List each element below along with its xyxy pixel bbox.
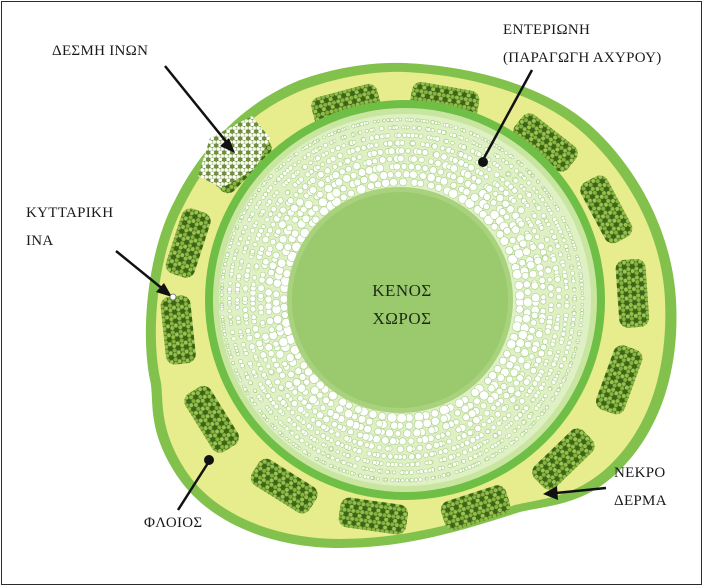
label-cell-fiber-line1: ΚΥΤΤΑΡΙΚΗ [26, 205, 113, 221]
cell-fiber-marker [170, 294, 176, 300]
label-cell-fiber-line2: ΙΝΑ [26, 233, 54, 249]
label-hollow-line2: ΧΩΡΟΣ [372, 309, 431, 328]
label-bark: ΦΛΟΙΟΣ [144, 515, 202, 531]
hollow-space [287, 187, 513, 413]
label-pith-line1: ΕΝΤΕΡΙΩΝΗ [503, 22, 590, 38]
pointer-dot-bark [204, 455, 214, 465]
pointer-dot-pith [478, 157, 488, 167]
label-pith-line2: (ΠΑΡΑΓΩΓΗ ΑΧΥΡΟΥ) [503, 50, 662, 66]
arrow-fiber-bundle [165, 66, 228, 144]
label-hollow-line1: ΚΕΝΟΣ [372, 281, 432, 300]
label-fiber-bundle: ΔΕΣΜΗ ΙΝΩΝ [52, 43, 148, 59]
fiber-bundle-5 [615, 258, 650, 328]
label-dead-skin-line1: ΝΕΚΡΟ [614, 465, 666, 481]
label-dead-skin-line2: ΔΕΡΜΑ [614, 493, 667, 509]
